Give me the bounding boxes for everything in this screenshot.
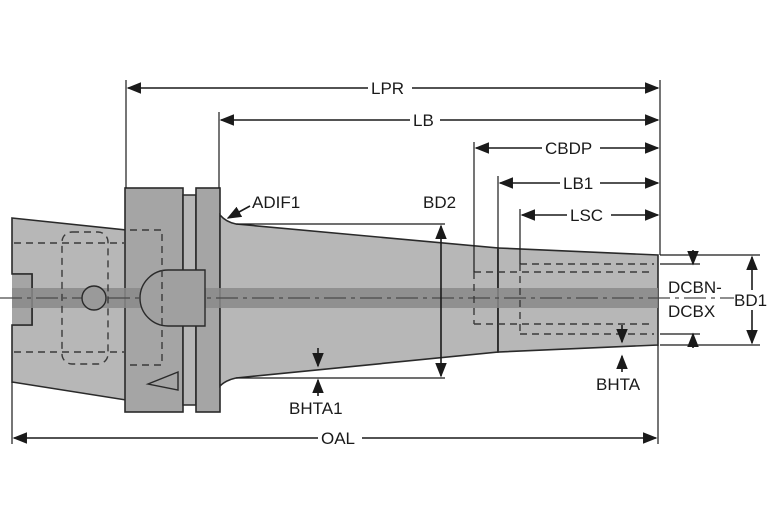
label-adif1: ADIF1 <box>252 193 300 212</box>
label-bd2: BD2 <box>423 193 456 212</box>
nose-hidden-bore <box>473 264 654 334</box>
labels: LPR LB CBDP LB1 LSC ADIF1 BD2 DCBN- DCBX… <box>252 78 767 448</box>
label-bd1: BD1 <box>734 291 767 310</box>
label-lb1: LB1 <box>563 174 593 193</box>
flange-chamfer <box>145 370 179 391</box>
tool-body <box>0 187 766 413</box>
extension-lines <box>11 80 760 444</box>
label-lsc: LSC <box>570 206 603 225</box>
label-lb: LB <box>413 111 434 130</box>
drive-hole <box>81 285 107 311</box>
label-lpr: LPR <box>371 79 404 98</box>
label-dcbx: DCBX <box>668 302 715 321</box>
spherical-seat <box>139 269 206 327</box>
label-cbdp: CBDP <box>545 139 592 158</box>
label-dcbn: DCBN- <box>668 278 722 297</box>
shank-hidden-pocket <box>61 231 109 365</box>
label-bhta: BHTA <box>596 375 641 394</box>
nose-hidden-pocket <box>520 263 654 335</box>
flange-hidden-lines <box>130 229 163 366</box>
label-oal: OAL <box>321 429 355 448</box>
shank-hidden-bore <box>14 242 124 353</box>
adif1-leader <box>226 205 251 219</box>
label-bhta1: BHTA1 <box>289 399 343 418</box>
